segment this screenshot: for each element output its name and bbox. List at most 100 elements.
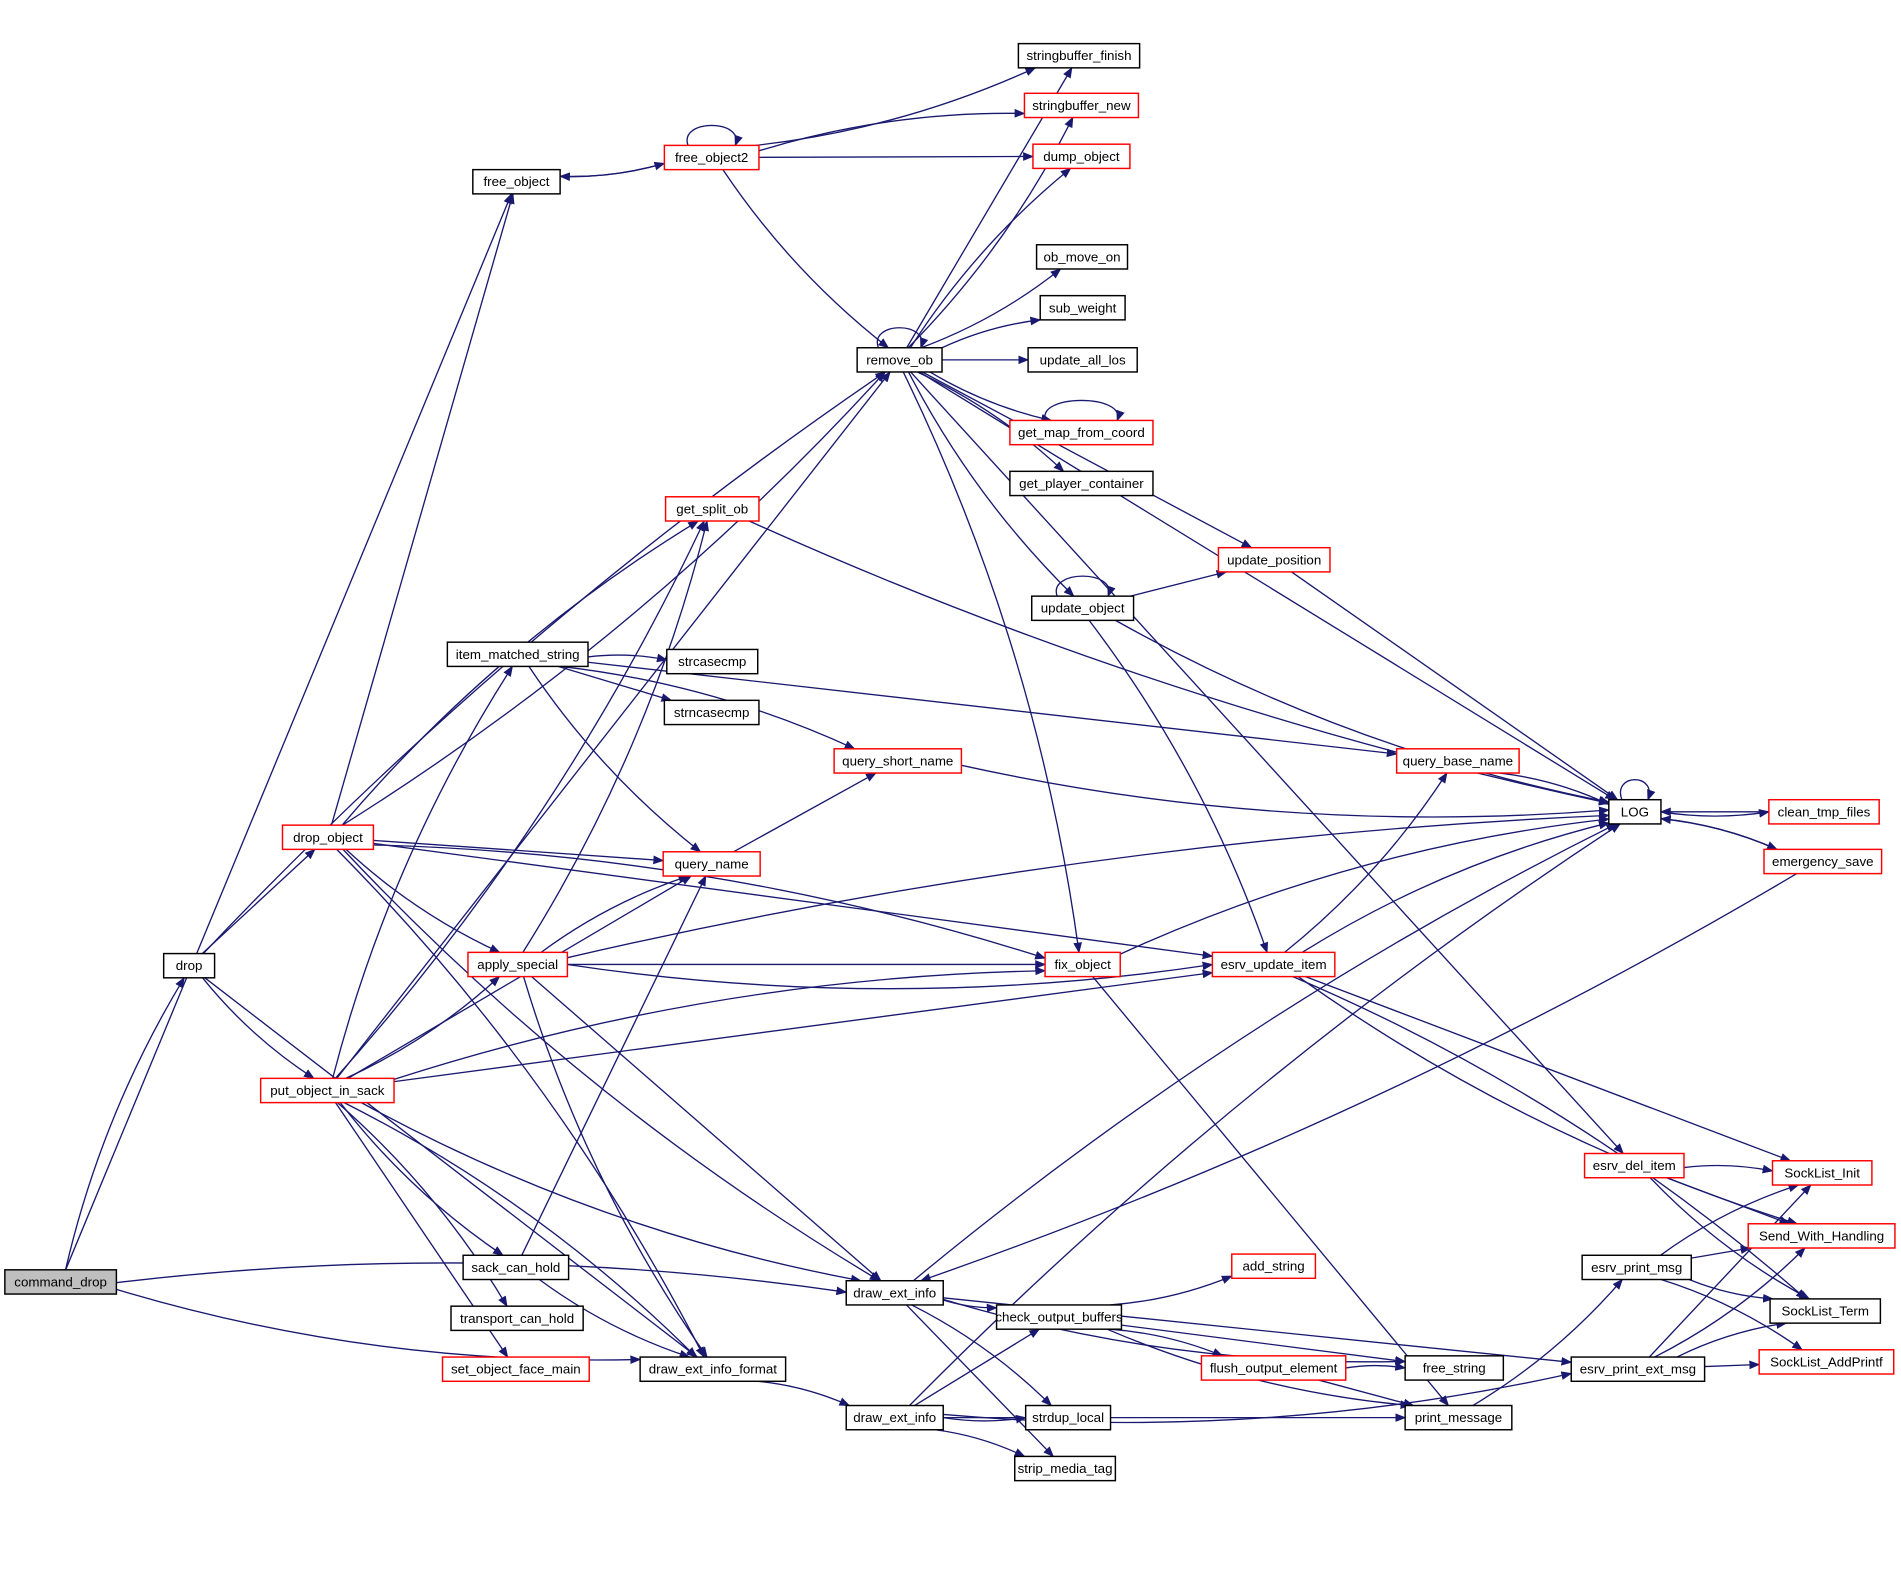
- node-query-short-name[interactable]: query_short_name: [833, 748, 963, 774]
- node-item-matched-string[interactable]: item_matched_string: [446, 641, 589, 668]
- edge-esrv_del_item-to-SockList_Init: [1683, 1164, 1774, 1174]
- node-strcasecmp[interactable]: strcasecmp: [666, 648, 759, 675]
- node-box: [281, 824, 375, 851]
- node-label: update_position: [1227, 552, 1321, 567]
- node-stringbuffer-finish[interactable]: stringbuffer_finish: [1017, 42, 1141, 69]
- node-draw-ext-info-2[interactable]: draw_ext_info: [845, 1404, 944, 1431]
- node-update-object[interactable]: update_object: [1031, 595, 1135, 622]
- node-drop[interactable]: drop: [162, 952, 216, 979]
- node-free-object[interactable]: free_object: [472, 168, 561, 195]
- node-add-string[interactable]: add_string: [1231, 1253, 1317, 1280]
- edge-drop_object-to-esrv_update_item: [373, 842, 1214, 960]
- node-transport-can-hold[interactable]: transport_can_hold: [450, 1305, 584, 1332]
- node-box: [1217, 546, 1331, 573]
- edge-command_drop-to-drop: [64, 976, 185, 1270]
- node-dump-object[interactable]: dump_object: [1032, 143, 1131, 170]
- node-box: [845, 1404, 944, 1431]
- node-print-message[interactable]: print_message: [1404, 1404, 1513, 1431]
- node-emergency-save[interactable]: emergency_save: [1763, 848, 1883, 875]
- edge-esrv_print_ext_msg-to-SockList_Term: [1676, 1320, 1788, 1358]
- node-box: [663, 699, 760, 726]
- node-box: [1404, 1404, 1513, 1431]
- node-esrv-update-item[interactable]: esrv_update_item: [1211, 951, 1336, 978]
- edge-apply_special-to-draw_ext_info_format: [522, 976, 708, 1358]
- node-esrv-del-item[interactable]: esrv_del_item: [1583, 1152, 1685, 1179]
- node-box: [1032, 143, 1131, 170]
- node-box: [450, 1305, 584, 1332]
- edge-apply_special-to-LOG: [567, 811, 1610, 959]
- edge-draw_ext_info_2-to-check_output_buffers: [914, 1328, 1041, 1407]
- node-label: free_object: [483, 174, 549, 189]
- node-esrv-print-ext-msg[interactable]: esrv_print_ext_msg: [1570, 1356, 1706, 1383]
- node-command-drop[interactable]: command_drop: [4, 1269, 118, 1295]
- node-free-string[interactable]: free_string: [1404, 1355, 1505, 1381]
- node-remove-ob[interactable]: remove_ob: [856, 347, 943, 373]
- node-label: SockList_Term: [1782, 1304, 1869, 1319]
- node-draw-ext-info[interactable]: draw_ext_info: [845, 1279, 944, 1306]
- node-strdup-local[interactable]: strdup_local: [1024, 1404, 1112, 1431]
- node-label: stringbuffer_new: [1032, 98, 1131, 113]
- node-flush-output-element[interactable]: flush_output_element: [1200, 1355, 1347, 1381]
- edge-esrv_print_ext_msg-to-Send_With_Handling: [1654, 1247, 1806, 1358]
- node-box: [441, 1356, 590, 1383]
- node-put-object-in-sack[interactable]: put_object_in_sack: [259, 1077, 395, 1104]
- edge-remove_ob-to-ob_move_on: [920, 268, 1062, 349]
- node-get-player-container[interactable]: get_player_container: [1009, 470, 1154, 497]
- node-set-object-face-main[interactable]: set_object_face_main: [441, 1356, 590, 1383]
- edge-remove_ob-to-update_position: [921, 371, 1253, 549]
- node-esrv-print-msg[interactable]: esrv_print_msg: [1581, 1254, 1692, 1281]
- node-send-with-handling[interactable]: Send_With_Handling: [1747, 1223, 1896, 1249]
- edge-update_object-to-LOG: [1115, 619, 1610, 805]
- node-get-map-from-coord[interactable]: get_map_from_coord: [1009, 419, 1154, 446]
- node-free-object2[interactable]: free_object2: [663, 144, 760, 171]
- edge-esrv_update_item-to-SockList_Init: [1305, 975, 1792, 1162]
- edge-fix_object-to-print_message: [1092, 976, 1450, 1407]
- node-box: [1608, 798, 1662, 825]
- edge-LOG-to-clean_tmp_files: [1660, 809, 1770, 818]
- node-stringbuffer-new[interactable]: stringbuffer_new: [1023, 92, 1140, 119]
- edge-apply_special-to-query_name: [540, 874, 690, 953]
- node-label: esrv_del_item: [1593, 1158, 1676, 1173]
- edge-apply_special-to-esrv_update_item: [567, 961, 1214, 990]
- node-check-output-buffers[interactable]: check_output_buffers: [995, 1304, 1123, 1330]
- edge-free_object2-to-dump_object: [758, 152, 1035, 161]
- node-box: [1035, 244, 1129, 270]
- node-apply-special[interactable]: apply_special: [467, 951, 569, 978]
- edge-remove_ob-to-get_map_from_coord: [929, 371, 1053, 423]
- node-label: get_player_container: [1019, 476, 1144, 491]
- node-sub-weight[interactable]: sub_weight: [1039, 294, 1126, 321]
- node-log[interactable]: LOG: [1608, 798, 1662, 825]
- node-draw-ext-info-format[interactable]: draw_ext_info_format: [639, 1356, 787, 1383]
- node-box: [467, 951, 569, 978]
- edge-remove_ob-to-remove_ob: [876, 327, 929, 349]
- node-box: [259, 1077, 395, 1104]
- node-strip-media-tag[interactable]: strip_media_tag: [1014, 1455, 1117, 1482]
- node-socklist-term[interactable]: SockList_Term: [1769, 1298, 1882, 1324]
- edge-free_object2-to-stringbuffer_finish: [755, 67, 1037, 147]
- node-box: [845, 1279, 944, 1306]
- edge-drop_object-to-free_object: [330, 192, 515, 826]
- edge-drop_object-to-apply_special: [345, 848, 501, 953]
- node-box: [1200, 1355, 1347, 1381]
- node-label: strncasecmp: [674, 705, 750, 720]
- node-query-name[interactable]: query_name: [662, 851, 761, 877]
- node-query-base-name[interactable]: query_base_name: [1395, 748, 1520, 774]
- node-sack-can-hold[interactable]: sack_can_hold: [462, 1254, 570, 1281]
- node-socklist-addprintf[interactable]: SockList_AddPrintf: [1758, 1349, 1895, 1375]
- node-box: [472, 168, 561, 195]
- node-label: query_name: [675, 856, 749, 871]
- node-get-split-ob[interactable]: get_split_ob: [664, 496, 760, 522]
- node-update-position[interactable]: update_position: [1217, 546, 1331, 573]
- edge-remove_ob-to-fix_object: [902, 371, 1082, 954]
- edge-draw_ext_info-to-LOG: [912, 823, 1618, 1282]
- node-label: stringbuffer_finish: [1027, 48, 1132, 63]
- node-fix-object[interactable]: fix_object: [1044, 951, 1121, 978]
- node-socklist-init[interactable]: SockList_Init: [1771, 1160, 1873, 1186]
- node-drop-object[interactable]: drop_object: [281, 824, 375, 851]
- node-label: draw_ext_info: [853, 1410, 936, 1425]
- node-update-all-los[interactable]: update_all_los: [1027, 347, 1138, 373]
- edge-drop_object-to-draw_ext_info_format: [336, 848, 705, 1359]
- node-clean-tmp-files[interactable]: clean_tmp_files: [1768, 798, 1880, 825]
- node-strncasecmp[interactable]: strncasecmp: [663, 699, 760, 726]
- node-ob-move-on[interactable]: ob_move_on: [1035, 244, 1129, 270]
